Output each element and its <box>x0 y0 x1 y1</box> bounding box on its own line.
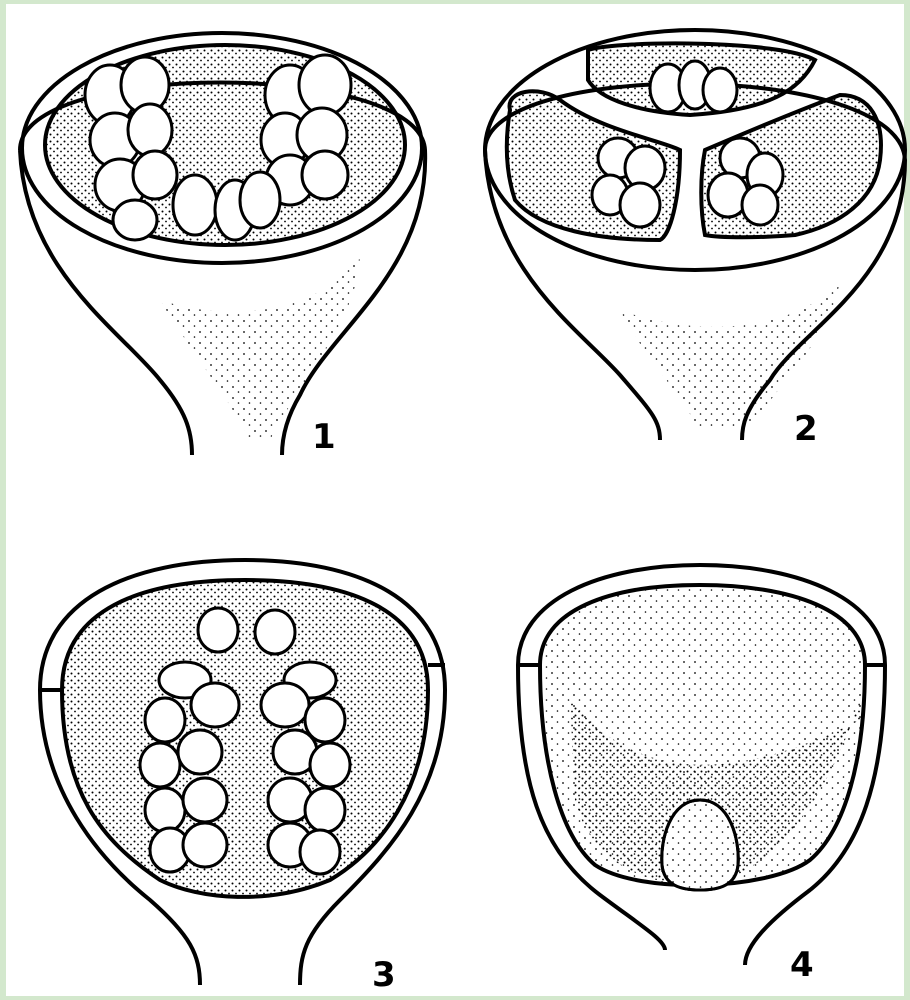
figure-1-ovary <box>20 33 425 455</box>
figure-label-1: 1 <box>312 420 336 454</box>
figure-label-3: 3 <box>372 958 396 992</box>
figure-label-4: 4 <box>790 948 814 982</box>
figure-label-2: 2 <box>794 412 818 446</box>
figure-3-ovary <box>40 560 445 985</box>
figure-4-ovule <box>662 800 738 890</box>
figure-4-ovary <box>518 565 885 965</box>
